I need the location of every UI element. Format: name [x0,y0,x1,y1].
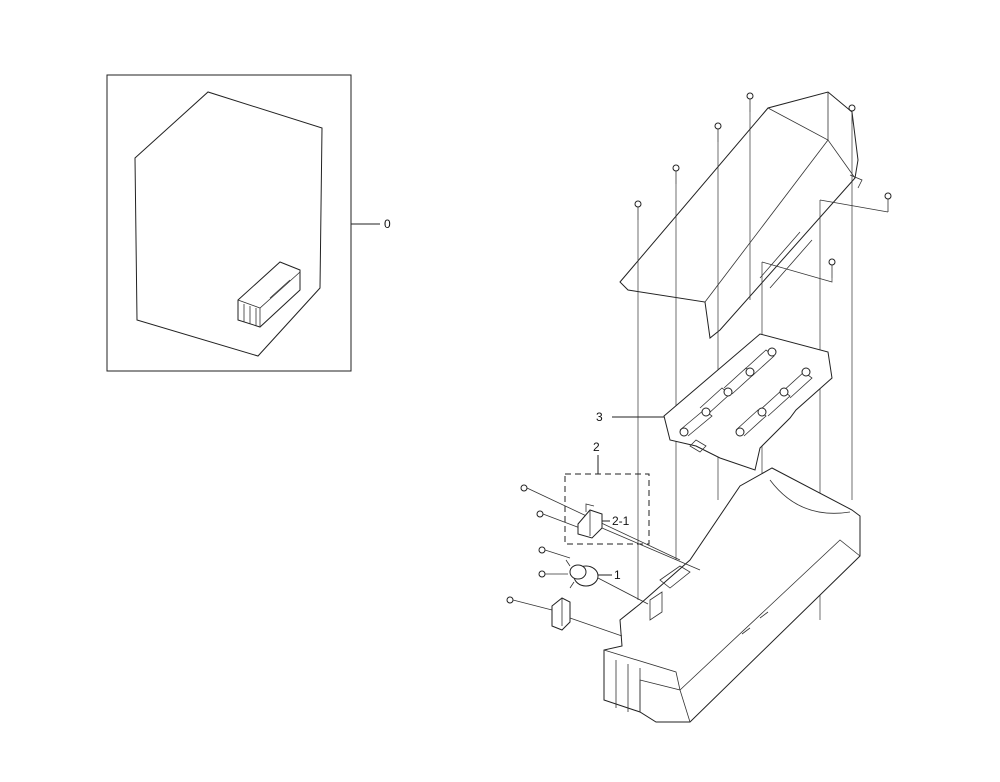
screw-icon [506,596,553,611]
assembly-dryer-cabinet [134,91,323,357]
exploded-assembly: 3 2 [506,91,892,723]
thermostat-part-2-1 [577,503,701,571]
screw-icon [538,546,571,559]
screw-icon [672,164,680,184]
screw-icon [714,122,722,142]
screw-icon [848,104,856,124]
screw-icon [536,510,581,529]
callout-0-label: 0 [384,217,391,231]
callout-2-label: 2 [593,440,600,454]
part-2-group-box [564,473,650,545]
callout-3-label: 3 [596,410,603,424]
heater-housing-base [603,467,861,723]
thermostat-part-1 [565,559,649,605]
heater-element-plate [663,333,833,471]
screw-icon [538,570,568,578]
assembly-heater-module [237,261,301,328]
top-screws [634,92,892,278]
screw-icon [520,484,681,561]
assembly-inset-frame [106,74,352,372]
side-screws [506,484,681,611]
screw-icon [746,92,754,112]
assembly-inset: 0 [106,74,391,372]
callout-1-label: 1 [614,568,621,582]
screw-icon [634,200,642,220]
callout-2-1-label: 2-1 [612,514,630,528]
screw-icon [828,258,836,278]
screw-icon [884,192,892,212]
small-bracket [551,597,623,637]
heater-top-cover [619,91,863,339]
